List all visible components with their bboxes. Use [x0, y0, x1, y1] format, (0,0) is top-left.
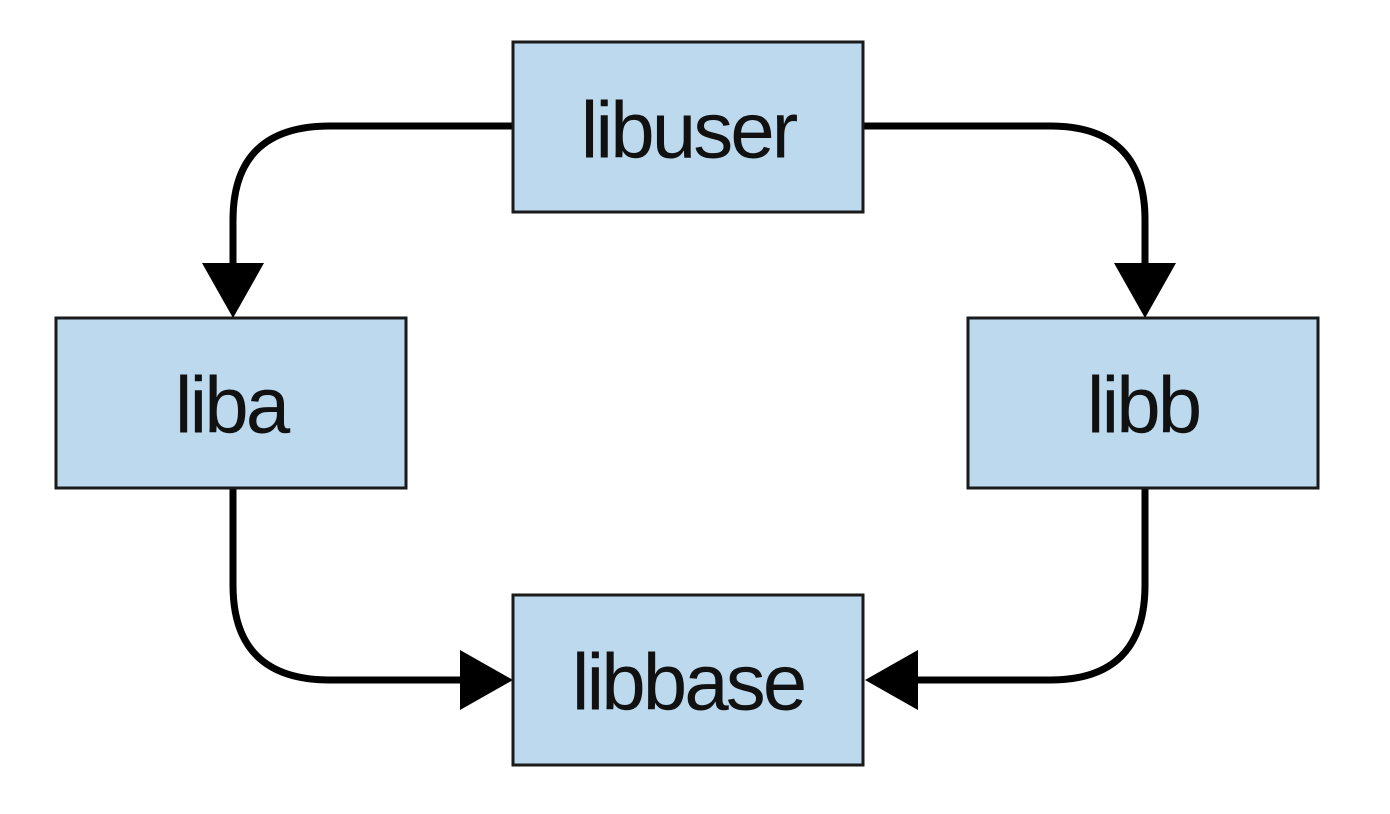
node-box: [966, 316, 1320, 490]
edge-line: [229, 484, 469, 684]
node-box: [54, 316, 408, 490]
edge-line: [908, 484, 1149, 684]
arrowhead-icon: [865, 650, 918, 710]
edge-line: [859, 122, 1149, 272]
node-label: libbase: [572, 638, 805, 727]
node-label: libuser: [581, 86, 798, 175]
edge-liba-to-libbase: [229, 484, 513, 710]
node-libuser: libuser: [511, 40, 865, 214]
node-box: [511, 593, 865, 767]
edge-line: [229, 122, 517, 272]
node-liba: liba: [54, 316, 408, 490]
arrowhead-icon: [202, 263, 264, 318]
node-label: libb: [1087, 361, 1200, 450]
edge-libuser-to-libb: [859, 122, 1176, 318]
node-label: liba: [175, 361, 291, 450]
node-libb: libb: [966, 316, 1320, 490]
arrowhead-icon: [460, 650, 513, 710]
arrowhead-icon: [1114, 263, 1176, 318]
node-box: [511, 40, 865, 214]
edge-libuser-to-liba: [202, 122, 517, 318]
edge-libb-to-libbase: [865, 484, 1149, 710]
node-libbase: libbase: [511, 593, 865, 767]
